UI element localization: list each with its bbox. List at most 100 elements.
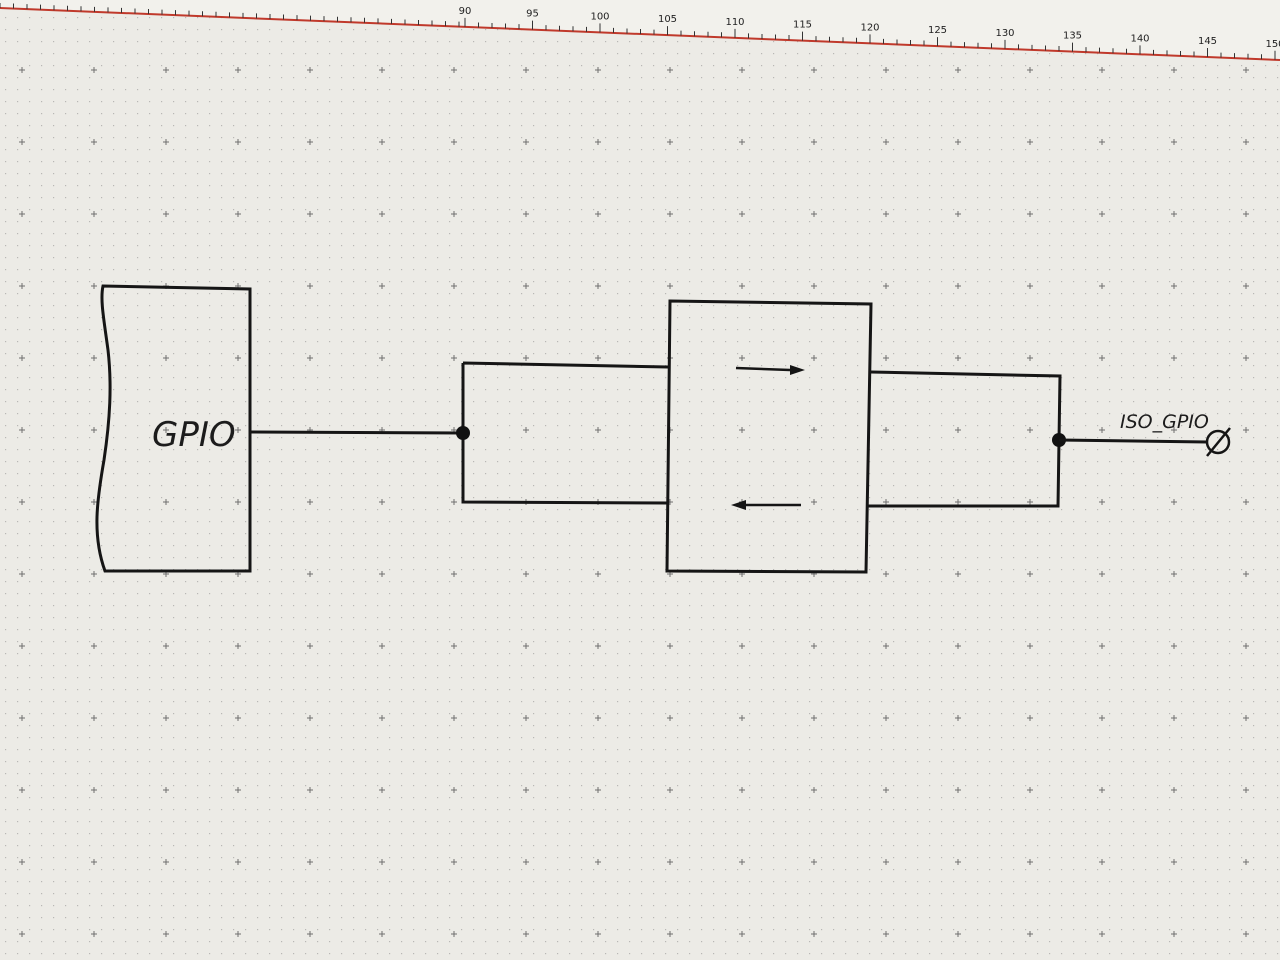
grid-cross <box>19 715 25 721</box>
grid-cross <box>595 67 601 73</box>
grid-cross <box>667 283 673 289</box>
grid-cross <box>811 715 817 721</box>
grid-cross <box>1099 139 1105 145</box>
grid-cross <box>1027 427 1033 433</box>
grid-cross <box>811 859 817 865</box>
grid-cross <box>451 571 457 577</box>
grid-cross <box>307 931 313 937</box>
grid-cross <box>19 211 25 217</box>
grid-cross <box>595 211 601 217</box>
grid-cross <box>739 355 745 361</box>
grid-cross <box>1099 643 1105 649</box>
grid-cross <box>523 283 529 289</box>
ruler-tick-label: 100 <box>590 11 609 22</box>
grid-cross <box>955 571 961 577</box>
grid-cross <box>1099 427 1105 433</box>
grid-cross <box>19 931 25 937</box>
grid-cross <box>451 283 457 289</box>
grid-cross <box>163 499 169 505</box>
ruler-tick-label: 125 <box>928 25 947 36</box>
grid-cross <box>955 715 961 721</box>
gpio-connector[interactable]: GPIO <box>95 284 252 573</box>
grid-cross <box>379 67 385 73</box>
grid-cross <box>811 283 817 289</box>
wire-gpio-to-junction[interactable] <box>249 430 464 435</box>
grid-cross <box>1027 859 1033 865</box>
grid-cross <box>883 67 889 73</box>
grid-cross <box>739 283 745 289</box>
grid-cross <box>91 499 97 505</box>
grid-cross <box>379 355 385 361</box>
grid-cross <box>1027 355 1033 361</box>
grid-cross <box>1243 139 1249 145</box>
ruler-tick-label: 135 <box>1063 31 1082 42</box>
grid-cross <box>91 355 97 361</box>
grid-cross <box>811 643 817 649</box>
grid-cross <box>811 355 817 361</box>
grid-cross <box>379 139 385 145</box>
grid-cross <box>379 643 385 649</box>
grid-cross <box>667 715 673 721</box>
grid-cross <box>595 139 601 145</box>
grid-cross <box>1243 427 1249 433</box>
grid-cross <box>523 643 529 649</box>
grid-cross <box>1243 499 1249 505</box>
grid-cross <box>451 715 457 721</box>
ruler-tick-label: 150 <box>1265 39 1280 50</box>
grid-cross <box>955 283 961 289</box>
grid-cross <box>235 859 241 865</box>
grid-cross <box>1171 715 1177 721</box>
grid-cross <box>667 643 673 649</box>
grid-cross <box>811 67 817 73</box>
grid-cross <box>307 715 313 721</box>
grid-cross <box>19 859 25 865</box>
top-ruler[interactable]: 9095100105110115120125130135140145150 <box>0 0 1280 61</box>
grid-cross <box>523 571 529 577</box>
junction-dot-left[interactable] <box>456 426 470 440</box>
grid-cross <box>955 427 961 433</box>
grid-cross <box>1171 427 1177 433</box>
grid-cross <box>1243 859 1249 865</box>
grid-cross <box>1099 715 1105 721</box>
ruler-tick-label: 120 <box>860 22 879 33</box>
grid-cross <box>235 427 241 433</box>
grid-cross <box>163 715 169 721</box>
grid-cross <box>811 427 817 433</box>
grid-cross <box>883 211 889 217</box>
ruler-tick-label: 95 <box>526 9 539 20</box>
grid-cross <box>91 67 97 73</box>
isolator-block[interactable] <box>665 299 873 574</box>
grid-cross <box>163 787 169 793</box>
ruler-tick-label: 145 <box>1198 36 1217 47</box>
ruler-ticks: 9095100105110115120125130135140145150 <box>0 3 1280 60</box>
grid-cross <box>955 139 961 145</box>
wire-to-port[interactable] <box>1058 438 1208 444</box>
grid-cross <box>1243 715 1249 721</box>
grid-cross <box>1171 643 1177 649</box>
ruler-tick-label: 105 <box>658 14 677 25</box>
arrow-left-icon <box>731 500 801 510</box>
wire-left-loop[interactable] <box>461 361 669 505</box>
output-port-icon[interactable] <box>1205 427 1231 457</box>
grid-cross <box>307 571 313 577</box>
grid-crosses <box>19 67 1249 937</box>
grid-cross <box>91 787 97 793</box>
grid-cross <box>307 211 313 217</box>
grid-cross <box>235 499 241 505</box>
grid-cross <box>883 139 889 145</box>
grid-cross <box>595 571 601 577</box>
ruler-tick-label: 115 <box>793 20 812 31</box>
grid-cross <box>595 859 601 865</box>
grid-cross <box>1027 139 1033 145</box>
grid-cross <box>523 715 529 721</box>
arrow-right-icon <box>735 365 805 375</box>
grid-cross <box>1243 787 1249 793</box>
grid-cross <box>883 283 889 289</box>
grid-cross <box>451 355 457 361</box>
grid-cross <box>883 355 889 361</box>
grid-cross <box>1027 571 1033 577</box>
grid-cross <box>667 787 673 793</box>
